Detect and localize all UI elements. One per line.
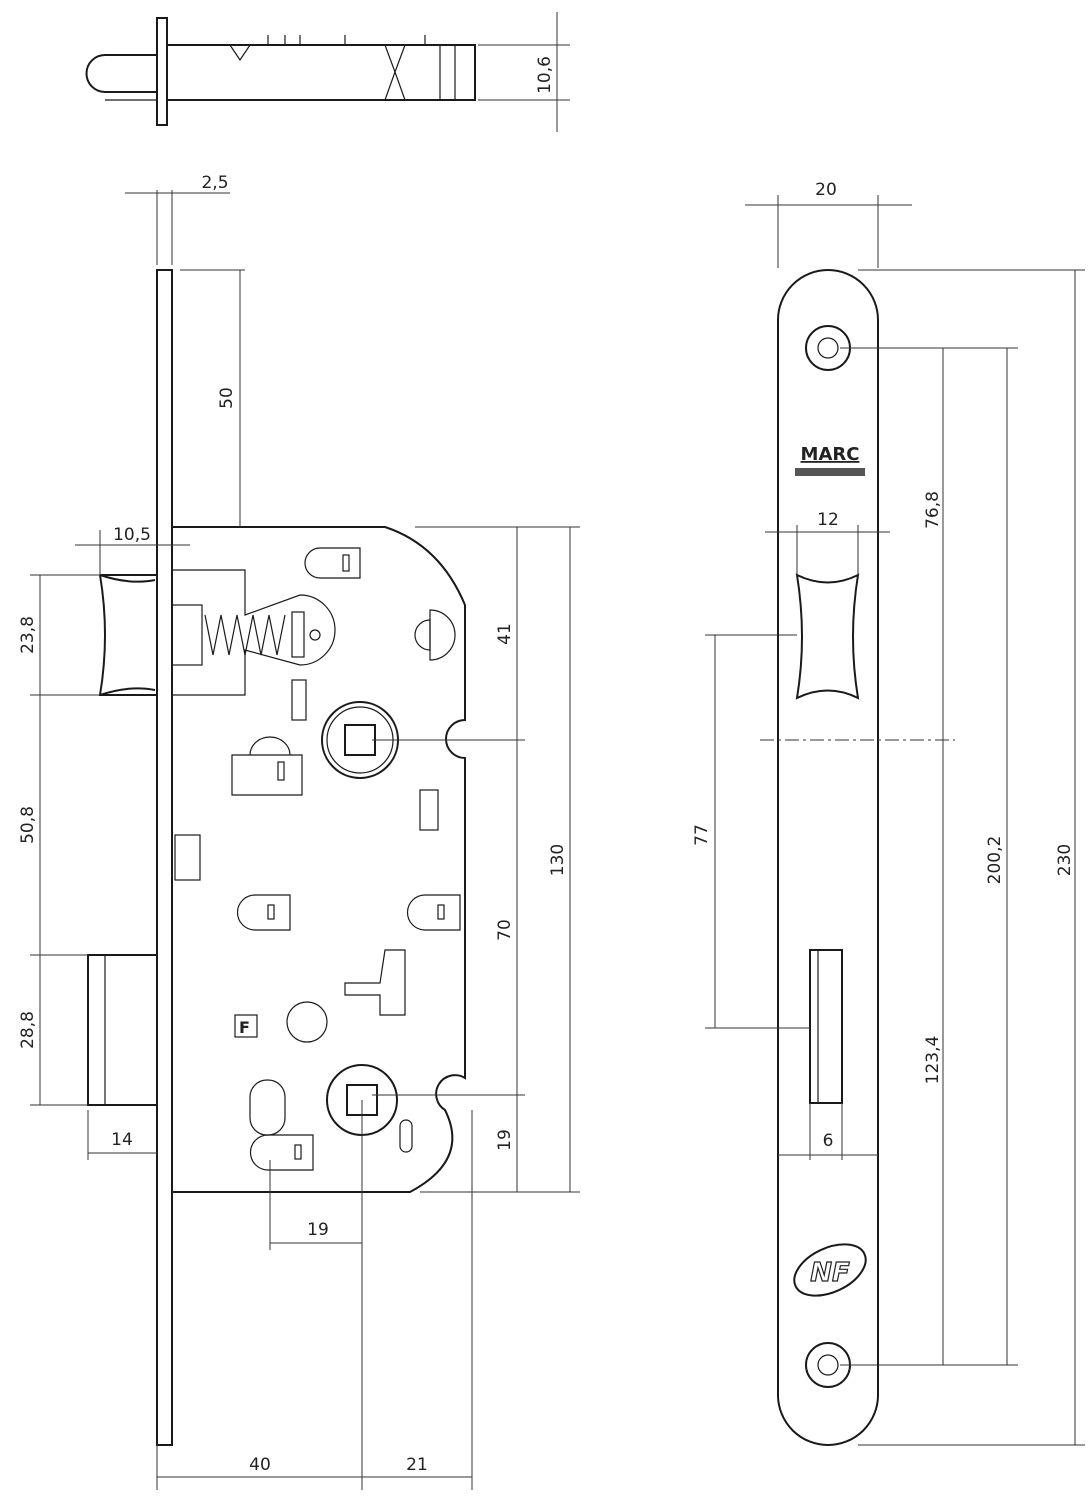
dim-backset: 40 [249,1455,271,1475]
latch-bolt [98,574,157,696]
lock-body-view: F 2,5 50 10,5 23,8 50,8 28,8 14 41 [18,173,580,1490]
lock-case [172,526,466,1193]
marking-f: F [239,1018,250,1037]
dim-top-to-handle: 41 [495,623,515,645]
dim-deadbolt-height: 28,8 [18,1011,38,1049]
dim-rear-to-key: 21 [406,1455,428,1475]
dim-key-to-bottom: 19 [495,1129,515,1151]
logo-marc: MARC [801,444,860,465]
deadbolt [87,954,158,1106]
dim-strike-latch-to-deadbolt: 77 [692,824,712,846]
dim-latch-height: 23,8 [18,616,38,654]
dim-hole-spacing: 200,2 [985,836,1005,885]
dim-latch-projection: 10,5 [113,525,151,545]
latch-opening [795,573,860,700]
faceplate [156,269,173,1446]
dim-handle-to-key: 70 [495,919,515,941]
dim-faceplate-thickness: 2,5 [201,173,228,193]
deadbolt-opening [809,949,843,1104]
top-view: 10,6 [85,12,570,132]
dim-key-offset: 19 [307,1220,329,1240]
strike-plate-view: MARC NF 20 12 76,8 77 200,2 230 123,4 6 [692,180,1085,1446]
dim-hole-to-center: 76,8 [923,491,943,529]
dim-deadbolt-opening-width: 6 [823,1131,834,1151]
dim-case-height: 130 [548,844,568,876]
dim-center-to-hole: 123,4 [923,1036,943,1085]
strike-plate [777,269,879,1446]
dim-top-offset: 50 [217,387,237,409]
nf-mark: NF [810,1258,850,1288]
dim-latch-to-deadbolt: 50,8 [18,806,38,844]
dim-total-length: 230 [1055,844,1075,876]
dim-deadbolt-projection: 14 [111,1130,133,1150]
dim-latch-opening-width: 12 [817,510,839,530]
dim-top-height: 10,6 [535,56,555,94]
dim-strike-width: 20 [815,180,837,200]
